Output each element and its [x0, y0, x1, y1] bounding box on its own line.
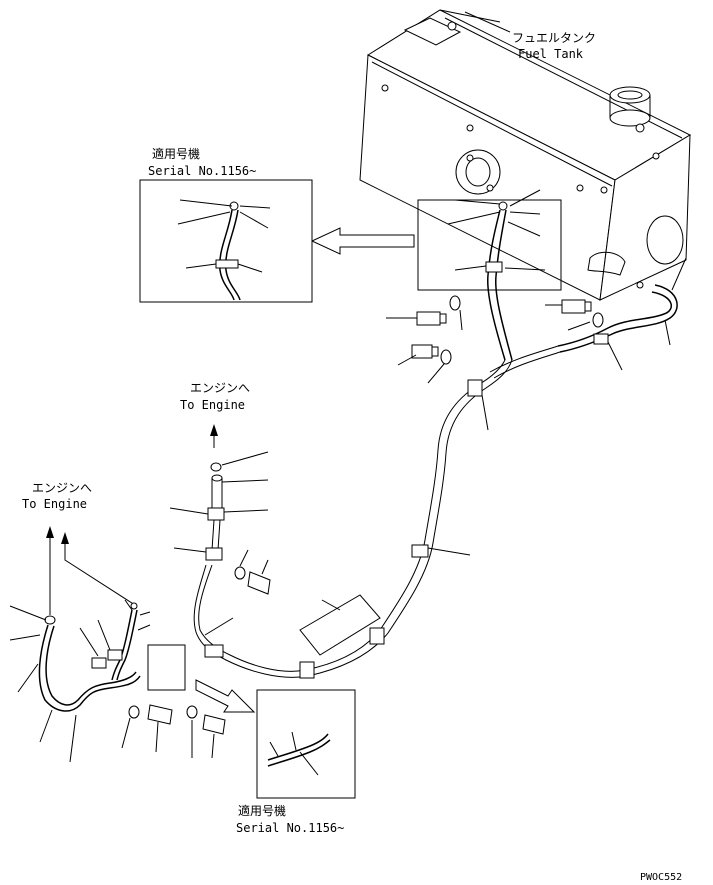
inset-bottom-label-jp: 適用号機: [238, 803, 286, 818]
arrow-to-inset-top: [310, 227, 415, 255]
engine-left-label-en: To Engine: [22, 497, 87, 511]
engine-left-label-jp: エンジンへ: [32, 481, 92, 495]
drawing-code: PWOC552: [640, 872, 682, 883]
to-engine-left: エンジンへ To Engine: [9, 481, 226, 763]
inset-top-label-serial: Serial No.1156~: [148, 164, 256, 178]
return-hose-right: [557, 257, 687, 371]
fuel-tank-label: フュエルタンク Fuel Tank: [464, 11, 596, 61]
main-fuel-hoses: [193, 345, 561, 679]
arrow-to-inset-bottom: [195, 679, 256, 713]
inset-top: 適用号機 Serial No.1156~: [139, 146, 313, 303]
inset-bottom-label-serial: Serial No.1156~: [236, 821, 344, 835]
bolts-tank: [386, 295, 604, 384]
inset-top-label-jp: 適用号機: [152, 146, 200, 161]
engine-center-label-en: To Engine: [180, 398, 245, 412]
to-engine-center: エンジンへ To Engine: [169, 381, 271, 595]
fuel-tank: [359, 9, 692, 301]
fuel-tank-label-en: Fuel Tank: [518, 47, 584, 61]
inset-bottom: 適用号機 Serial No.1156~: [236, 689, 356, 835]
engine-center-label-jp: エンジンへ: [190, 381, 250, 395]
tank-detail-box: [417, 189, 562, 361]
fuel-tank-label-jp: フュエルタンク: [512, 31, 596, 45]
